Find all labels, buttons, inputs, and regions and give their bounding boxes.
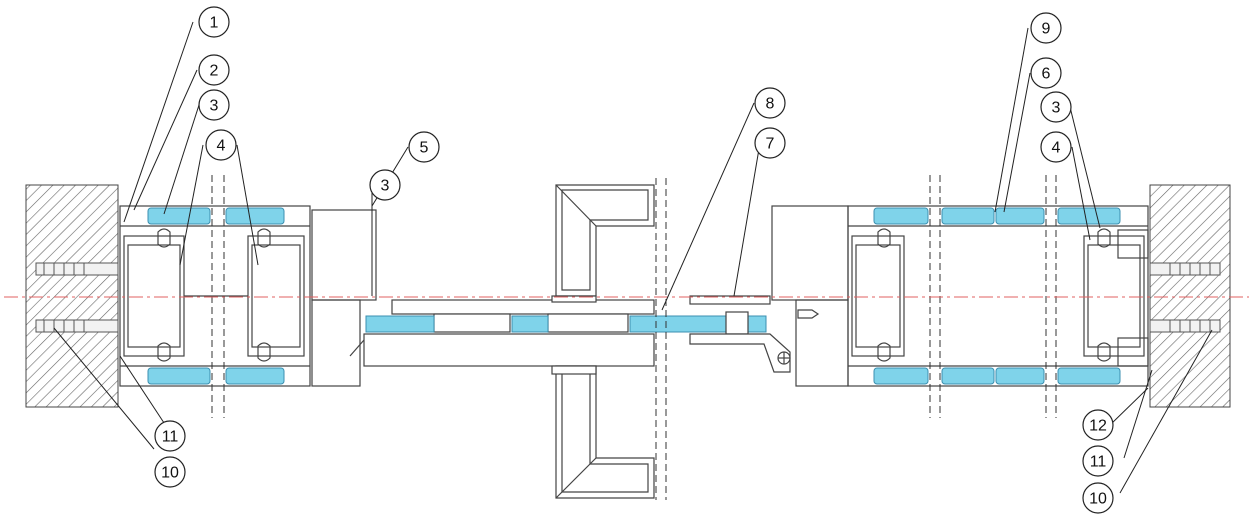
callout-c9: 9 <box>1030 12 1062 44</box>
callout-number: 3 <box>210 98 219 115</box>
callout-c10a: 10 <box>154 456 186 488</box>
callout-circle <box>1040 131 1072 163</box>
callout-number: 4 <box>217 138 226 155</box>
callout-number: 11 <box>162 429 179 446</box>
left-glass-panes <box>147 207 285 385</box>
callout-circle <box>408 131 440 163</box>
callout-number: 3 <box>381 178 390 195</box>
callout-circle <box>154 420 186 452</box>
lock-hardware <box>689 295 820 373</box>
callout-circle <box>754 87 786 119</box>
center-break-lines <box>655 178 667 500</box>
callout-number: 11 <box>1090 454 1107 471</box>
callout-circle <box>154 456 186 488</box>
callout-circle <box>1030 12 1062 44</box>
callout-c3a: 3 <box>198 89 230 121</box>
callout-c1: 1 <box>198 6 230 38</box>
callout-c7: 7 <box>754 127 786 159</box>
callout-circle <box>198 54 230 86</box>
callout-c8: 8 <box>754 87 786 119</box>
right-glass-panes <box>873 207 1121 385</box>
callout-c12: 12 <box>1082 409 1114 441</box>
callout-number: 9 <box>1042 21 1051 38</box>
callout-c10b: 10 <box>1082 482 1114 514</box>
callout-number: 6 <box>1042 66 1051 83</box>
right-wall <box>1149 184 1231 408</box>
left-wall-anchors <box>35 262 119 333</box>
callout-c4a: 4 <box>205 129 237 161</box>
callout-number: 12 <box>1089 418 1107 435</box>
callout-number: 8 <box>766 96 775 113</box>
callout-circle <box>198 6 230 38</box>
callout-number: 10 <box>161 465 179 482</box>
callout-c11a: 11 <box>154 420 186 452</box>
pull-handle-bottom <box>551 365 655 499</box>
callout-number: 3 <box>1052 100 1061 117</box>
right-wall-anchors <box>1149 262 1221 333</box>
callout-c6: 6 <box>1030 57 1062 89</box>
callout-circle <box>198 89 230 121</box>
callout-circle <box>369 169 401 201</box>
callout-number: 10 <box>1089 491 1107 508</box>
callout-c11b: 11 <box>1082 445 1114 477</box>
leader-lines <box>53 21 1213 494</box>
pull-handle-top <box>551 184 655 303</box>
callout-number: 7 <box>766 136 775 153</box>
callout-number: 5 <box>420 140 429 157</box>
callout-circle <box>1082 409 1114 441</box>
callout-circle <box>754 127 786 159</box>
callout-number: 1 <box>210 15 219 32</box>
callout-c3b: 3 <box>369 169 401 201</box>
callout-c2: 2 <box>198 54 230 86</box>
callout-circle <box>205 129 237 161</box>
callout-number: 2 <box>210 63 219 80</box>
callout-c5: 5 <box>408 131 440 163</box>
callout-c3c: 3 <box>1040 91 1072 123</box>
callout-circle <box>1030 57 1062 89</box>
callout-number: 4 <box>1052 140 1061 157</box>
left-wall <box>25 184 119 408</box>
left-frame-profile <box>119 205 377 387</box>
sliding-sash <box>349 299 655 367</box>
right-frame-profile <box>771 205 1149 387</box>
callout-circle <box>1082 445 1114 477</box>
callout-circle <box>1082 482 1114 514</box>
callout-circle <box>1040 91 1072 123</box>
callout-c4b: 4 <box>1040 131 1072 163</box>
